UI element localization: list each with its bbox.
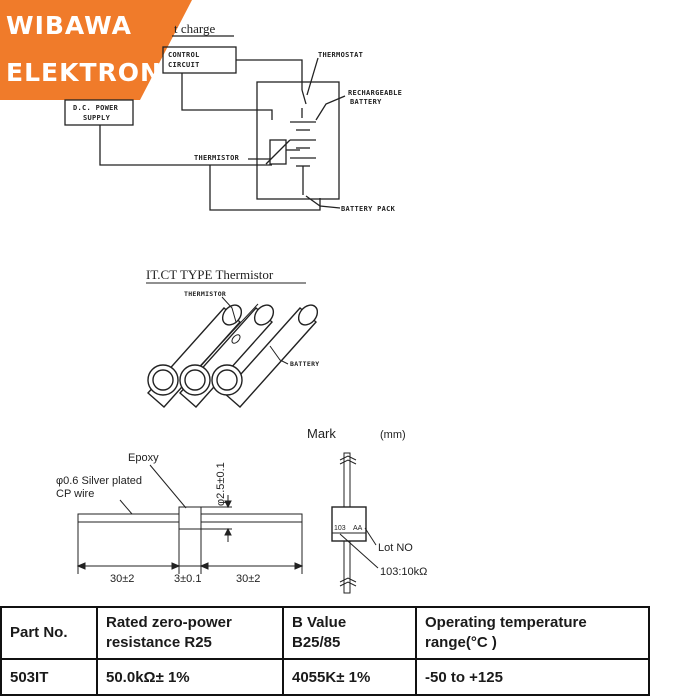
control-circuit-label-2: CIRCUIT [168,61,200,69]
dc-power-supply-box [64,99,134,126]
thermistor-element [269,139,287,165]
cell-operating-temperature: -50 to +125 [415,658,650,696]
cell-part-no: 503IT [0,658,98,696]
wire-label-1: φ0.6 Silver plated [56,475,142,487]
battery-cylinder-3 [223,304,319,408]
itct-thermistor-label: THERMISTOR [184,290,226,298]
itct-title: IT.CT TYPE Thermistor [146,267,274,282]
circuit-title-fragment: t charge [174,21,215,36]
mark-label: Mark [307,426,336,441]
cell-b-value: 4055K± 1% [282,658,417,696]
lot-code: AA [353,525,363,532]
cell-rated-resistance: 50.0kΩ± 1% [96,658,284,696]
brand-banner: WIBAWA ELEKTRONIK [0,0,200,100]
wire-label-2: CP wire [56,488,94,500]
charging-circuit-diagram: t charge CONTROL CIRCUIT D.C. POWER SUPP… [64,21,402,213]
dim-middle-label: 3±0.1 [174,573,201,585]
dim-left-label: 30±2 [110,573,134,585]
unit-label: (mm) [380,429,406,441]
dim-right-label: 30±2 [236,573,260,585]
epoxy-label: Epoxy [128,452,159,464]
table-row: 503IT 50.0kΩ± 1% 4055K± 1% -50 to +125 [0,658,650,696]
brand-line-1: WIBAWA [6,11,132,40]
epoxy-bead [178,506,202,530]
header-part-no: Part No. [0,606,98,660]
dc-power-label-1: D.C. POWER [73,104,119,112]
itct-thermistor-illustration: IT.CT TYPE Thermistor THERMISTOR BATTERY [146,267,320,408]
body-code: 103 [334,525,346,532]
control-circuit-label-1: CONTROL [168,51,200,59]
code-meaning-label: 103:10kΩ [380,566,427,578]
brand-line-2: ELEKTRONIK [6,58,193,87]
lot-no-label: Lot NO [378,542,413,554]
thermostat-label: THERMOSTAT [318,51,363,59]
mark-view-body [331,506,367,542]
itct-battery-label: BATTERY [290,360,320,368]
dimension-drawing: Epoxy φ0.6 Silver plated CP wire φ2.5±0.… [56,426,427,594]
rechargeable-battery-label-2: BATTERY [350,98,382,106]
wire-control-thermostat [236,59,303,90]
dc-power-label-2: SUPPLY [83,114,111,122]
battery-pack-label: BATTERY PACK [341,205,396,213]
rechargeable-battery-label-1: RECHARGEABLE [348,89,402,97]
battery-pack-box [256,81,340,200]
diameter-label: φ2.5±0.1 [215,462,227,506]
thermistor-label: THERMISTOR [194,154,240,162]
brand-banner-shape [0,0,192,100]
